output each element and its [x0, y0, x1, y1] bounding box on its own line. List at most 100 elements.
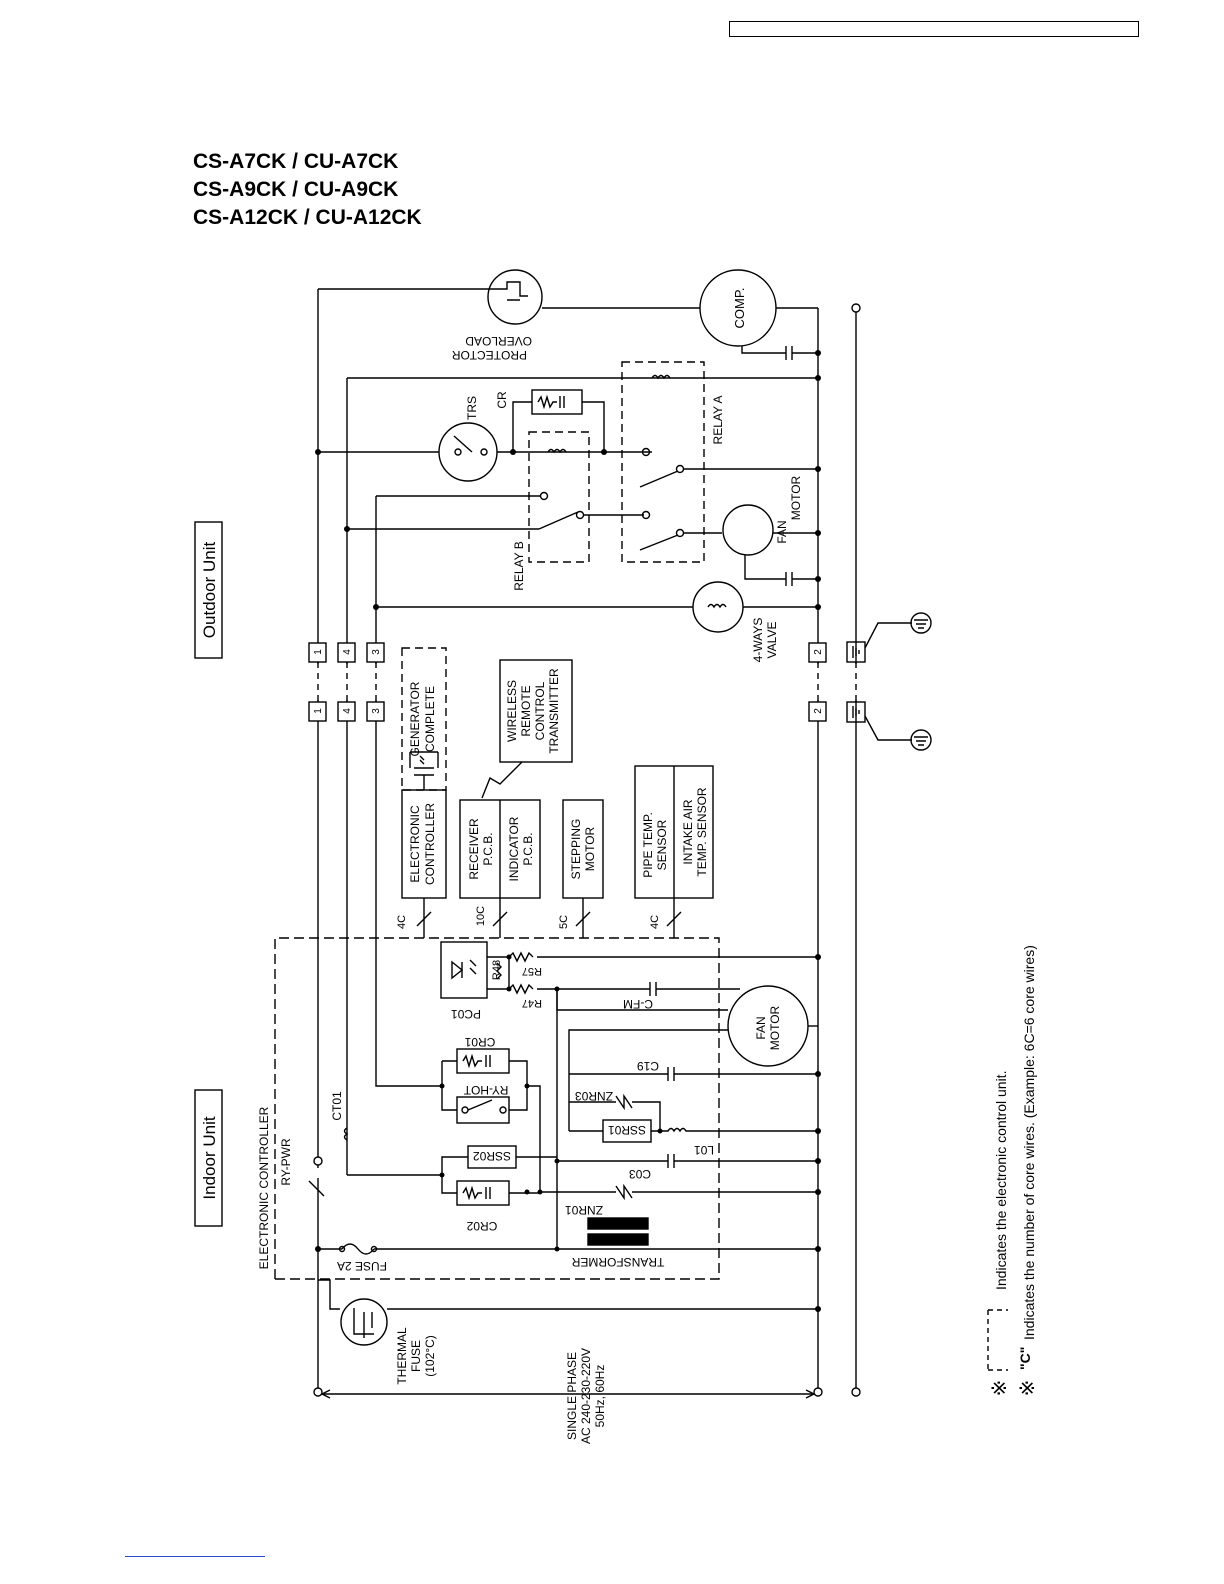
trs-label: TRS: [465, 396, 479, 420]
pc01-wiring: [487, 956, 510, 990]
core-count: 10C: [475, 906, 487, 926]
supply-label: SINGLE PHASE: [565, 1352, 579, 1440]
relay-a-label: RELAY A: [711, 396, 725, 445]
comp-label: COMP.: [732, 288, 747, 329]
relay-b-label: RELAY B: [512, 541, 526, 591]
ec-label: ELECTRONIC CONTROLLER: [257, 1106, 271, 1269]
trs-pin: [454, 448, 462, 456]
transformer-core: [587, 1233, 649, 1246]
earth-symbols: [846, 612, 932, 751]
receiver-label: P.C.B.: [481, 832, 495, 865]
trs-thermostat: [438, 422, 498, 482]
terminal-label: 4: [342, 708, 353, 714]
ry-hot-label: RY-HOT: [463, 1083, 508, 1097]
znr01: [540, 1183, 818, 1201]
note-dashed-symbol: [987, 1309, 1008, 1371]
outdoor-fan-motor: [722, 504, 774, 556]
cr02-label: CR02: [466, 1219, 497, 1233]
l01-wiring: [569, 1127, 818, 1133]
valve-label: VALVE: [765, 622, 779, 659]
indicator-label: INDICATOR: [507, 816, 521, 881]
ry-hot-box: [456, 1096, 510, 1124]
core-wires: [416, 898, 682, 938]
pc01-label: PC01: [451, 1007, 481, 1021]
overload-contact: [500, 281, 528, 301]
terminal-label: 2: [813, 649, 824, 655]
pipe-sensor-label: SENSOR: [655, 819, 669, 870]
pipe-sensor-label: PIPE TEMP.: [641, 812, 655, 878]
core-count: 5C: [558, 915, 570, 929]
supply-label: 50Hz, 60Hz: [593, 1365, 607, 1428]
generator-label: GENERATOR: [408, 681, 422, 756]
transformer-label: TRANSFORMER: [571, 1255, 664, 1269]
terminal-label: 1: [313, 649, 324, 655]
ec-box-label: CONTROLLER: [423, 803, 437, 885]
znr03-label: ZNR03: [575, 1089, 613, 1103]
c03-label: C03: [629, 1167, 651, 1181]
trs-contact: [453, 435, 473, 453]
four-ways-valve: [692, 581, 744, 633]
cr01-symbol: [462, 1053, 491, 1069]
overload-label: OVERLOAD: [465, 334, 532, 348]
relay-a-contact: [675, 464, 685, 474]
thermal-fuse-symbol: [353, 1308, 374, 1338]
r47-label: R47: [522, 997, 542, 1009]
ssr02-wiring: [441, 1156, 557, 1175]
c19-label: C19: [637, 1059, 659, 1073]
core-count: 4C: [649, 915, 661, 929]
cr02-wiring: [441, 1175, 540, 1194]
thermal-fuse-label: FUSE: [409, 1340, 423, 1372]
ry-hot-contact: [499, 1106, 507, 1114]
fuse-2a-wire: [318, 1243, 818, 1255]
relay-a-contact: [641, 510, 651, 520]
core-count: 4C: [396, 915, 408, 929]
wireless-label: REMOTE: [519, 685, 533, 736]
ry-pwr-contact: [313, 1156, 323, 1166]
generator-symbol: [409, 751, 439, 776]
wire-cr: [512, 401, 605, 452]
note-c-symbol: "C": [1017, 1347, 1033, 1370]
note-1: Indicates the electronic control unit.: [993, 1071, 1009, 1290]
fuse-terminal: [370, 1245, 378, 1253]
protector-label: PROTECTOR: [452, 348, 527, 362]
intake-sensor-label: TEMP. SENSOR: [695, 787, 709, 876]
electronic-controller-border: [274, 937, 720, 1280]
remote-signal-icon: [481, 761, 523, 799]
wire-l3-lower: [375, 750, 442, 1087]
header-box: [729, 21, 1139, 37]
model-line: CS-A9CK / CU-A9CK: [193, 178, 399, 201]
ry-hot-contact: [461, 1106, 469, 1114]
stepping-label: STEPPING: [569, 819, 583, 880]
terminal-label: 2: [813, 708, 824, 714]
model-line: CS-A7CK / CU-A7CK: [193, 150, 399, 173]
ry-pwr-label: RY-PWR: [279, 1138, 293, 1186]
terminal-dashes: [317, 662, 857, 702]
receiver-label: RECEIVER: [467, 818, 481, 880]
fan-motor-label: MOTOR: [789, 475, 803, 520]
ssr02-label: SSR02: [473, 1149, 511, 1163]
terminal-dot: [313, 1387, 323, 1397]
note-mark: ※: [1017, 1380, 1039, 1397]
terminal-dot: [851, 303, 861, 313]
model-list: CS-A7CK / CU-A7CK CS-A9CK / CU-A9CK CS-A…: [193, 148, 422, 232]
fuse-terminal: [338, 1245, 346, 1253]
wireless-label: TRANSMITTER: [547, 668, 561, 754]
valve-label: 4-WAYS: [751, 618, 765, 663]
arrow-heads: [320, 1389, 816, 1399]
r48-resistor: [496, 962, 502, 980]
relay-a-coil: [651, 374, 671, 380]
relay-a-switch: [639, 470, 679, 488]
relay-b-box: [528, 431, 590, 563]
cr01-label: CR01: [464, 1035, 495, 1049]
relay-b-switch: [538, 511, 579, 530]
znr01-label: ZNR01: [565, 1203, 603, 1217]
wireless-box: [499, 659, 573, 763]
comp-cap-wire: [741, 346, 818, 354]
overload-protector: [487, 269, 543, 325]
model-line: CS-A12CK / CU-A12CK: [193, 206, 422, 229]
indoor-unit-box: [194, 1089, 223, 1227]
ct01-coil: [343, 1127, 349, 1141]
c-fm-label: C-FM: [623, 997, 653, 1011]
wire-ryhot-out: [527, 1085, 541, 1192]
